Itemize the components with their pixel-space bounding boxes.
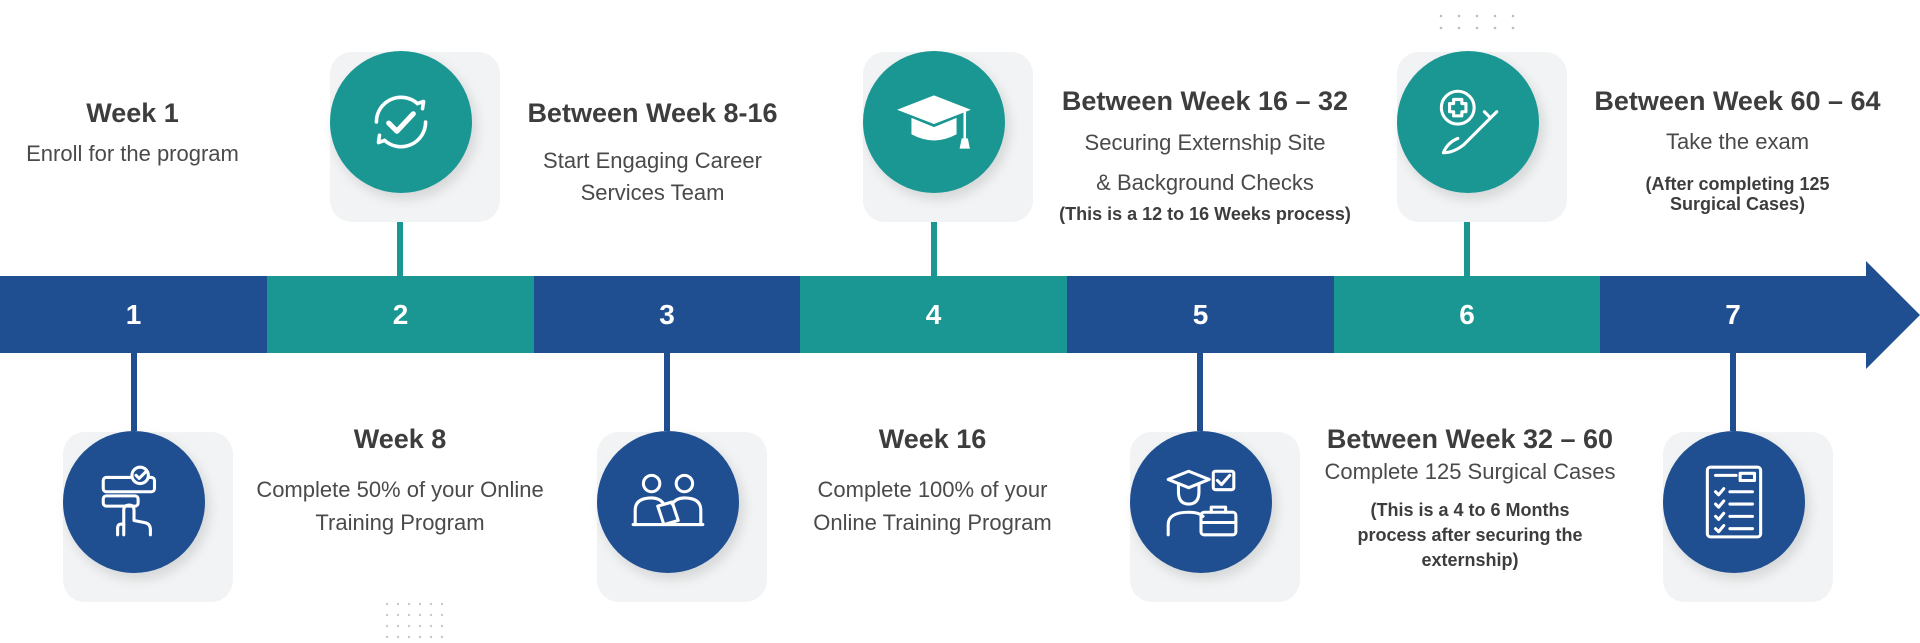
step-description: Complete 125 Surgical Cases — [1324, 459, 1616, 484]
connector-1 — [131, 353, 137, 431]
step-4-text: Week 16 Complete 100% of your Online Tra… — [790, 424, 1075, 539]
connector-3 — [664, 353, 670, 431]
step-description: Complete 100% of your Online Training Pr… — [813, 477, 1052, 535]
step-heading: Between Week 16 – 32 — [1061, 86, 1349, 116]
timeline-segment-6: 6 — [1334, 276, 1600, 353]
graduate-briefcase-icon — [1166, 469, 1238, 537]
step-description: Complete 50% of your Online Training Pro… — [256, 477, 544, 535]
step-number: 3 — [659, 298, 675, 330]
step-number: 1 — [125, 298, 142, 330]
timeline-arrow-head — [1866, 261, 1920, 369]
timeline-segment-4: 4 — [800, 276, 1067, 353]
scalpel-medical-icon — [1439, 89, 1499, 155]
step-number: 6 — [1459, 298, 1475, 330]
step-1-circle — [63, 431, 205, 573]
step-number: 5 — [1192, 298, 1209, 330]
decorative-dots-bottom — [385, 602, 444, 639]
decorative-dots-top — [1439, 14, 1515, 30]
connector-2 — [397, 190, 403, 276]
step-5-text: Between Week 16 – 32 Securing Externship… — [1030, 86, 1380, 225]
touch-hand-icon — [101, 465, 157, 537]
step-6-text: Between Week 32 – 60 Complete 125 Surgic… — [1290, 424, 1650, 573]
step-6-circle — [1397, 51, 1539, 193]
timeline-segment-1: 1 — [0, 276, 267, 353]
step-note: (This is a 4 to 6 Months process after s… — [1357, 500, 1583, 570]
timeline-segment-2: 2 — [267, 276, 534, 353]
step-1-text: Week 1 Enroll for the program — [0, 98, 265, 170]
step-number: 4 — [925, 298, 942, 330]
step-2-circle — [330, 51, 472, 193]
timeline-segment-3: 3 — [534, 276, 800, 353]
connector-5 — [1197, 353, 1203, 431]
people-meeting-icon — [631, 473, 705, 527]
step-7-circle — [1663, 431, 1805, 573]
step-7-text: Between Week 60 – 64 Take the exam (Afte… — [1570, 86, 1905, 214]
connector-7 — [1730, 353, 1736, 431]
step-note: (This is a 12 to 16 Weeks process) — [1059, 204, 1351, 224]
step-3-text: Between Week 8-16 Start Engaging Career … — [510, 98, 795, 209]
connector-6 — [1464, 190, 1470, 276]
step-description: Take the exam — [1665, 129, 1810, 154]
connector-4 — [931, 190, 937, 276]
step-heading: Between Week 60 – 64 — [1594, 86, 1881, 116]
step-heading: Between Week 8-16 — [527, 98, 778, 128]
timeline-segment-7: 7 — [1600, 276, 1866, 353]
step-description: Enroll for the program — [26, 141, 239, 166]
timeline-segment-5: 5 — [1067, 276, 1334, 353]
step-description: Start Engaging Career Services Team — [543, 148, 762, 205]
step-heading: Week 16 — [878, 424, 987, 454]
step-description: Securing Externship Site & Background Ch… — [1084, 130, 1326, 195]
step-number: 2 — [392, 298, 409, 330]
step-heading: Week 8 — [353, 424, 447, 454]
step-2-text: Week 8 Complete 50% of your Online Train… — [255, 424, 545, 539]
graduation-cap-icon — [897, 95, 971, 149]
step-note: (After completing 125 Surgical Cases) — [1645, 174, 1830, 214]
step-number: 7 — [1725, 298, 1741, 330]
step-3-circle — [597, 431, 739, 573]
step-5-circle — [1130, 431, 1272, 573]
checklist-icon — [1705, 465, 1763, 539]
step-heading: Week 1 — [86, 98, 179, 128]
step-4-circle — [863, 51, 1005, 193]
refresh-check-icon — [374, 95, 428, 149]
step-heading: Between Week 32 – 60 — [1326, 424, 1614, 454]
